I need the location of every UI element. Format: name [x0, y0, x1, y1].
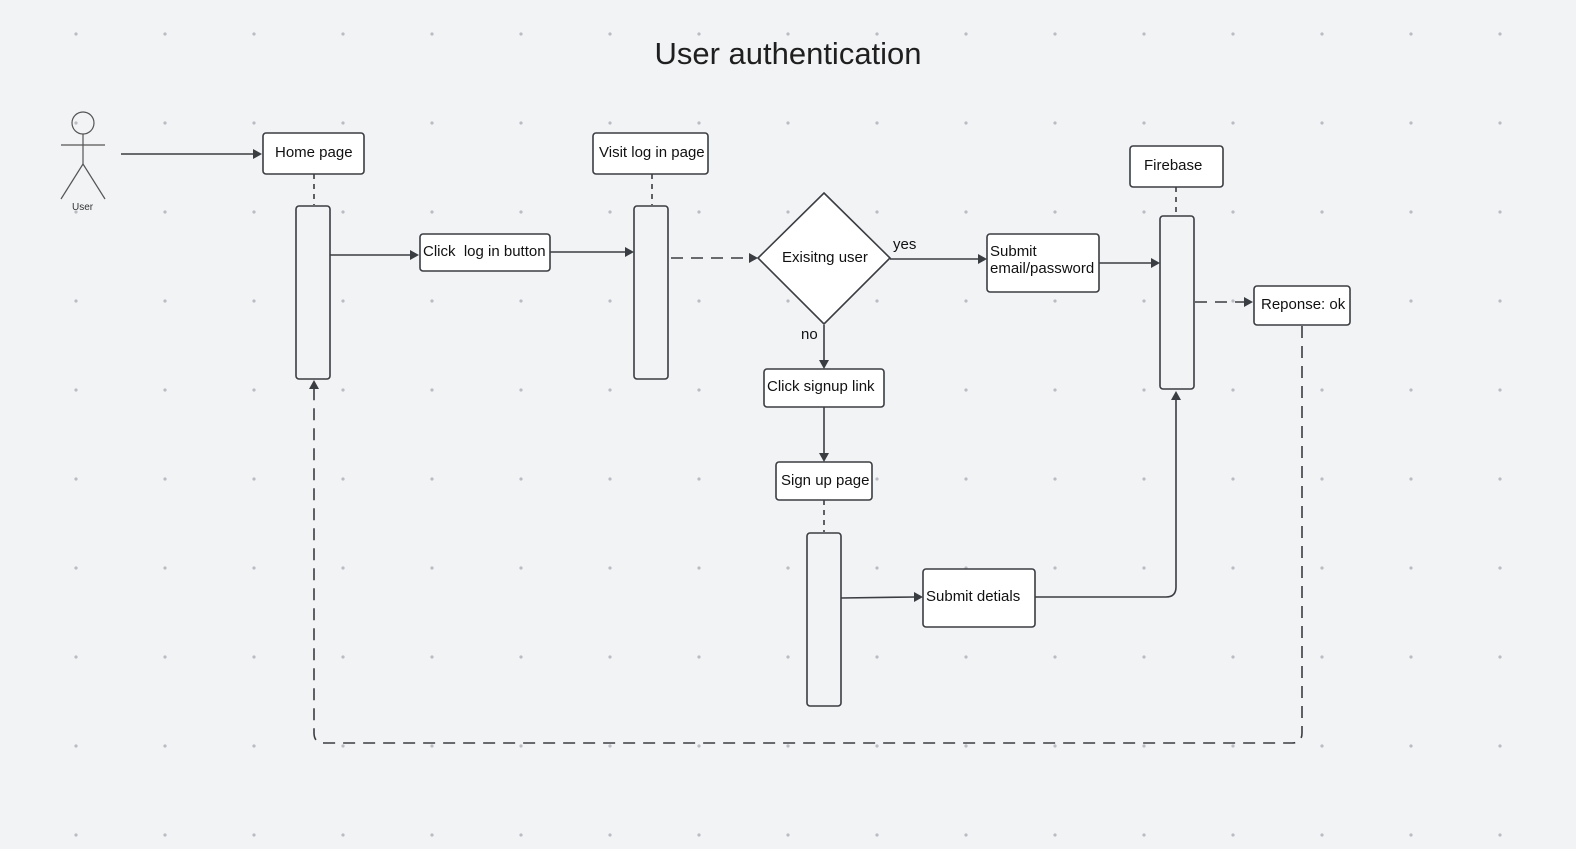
arrowhead — [1171, 391, 1181, 400]
arrowhead — [1244, 297, 1253, 307]
diagram-title: User authentication — [654, 36, 922, 71]
arrowhead — [819, 360, 829, 369]
connectors — [121, 149, 1303, 744]
response-ok-label: Reponse: ok — [1261, 296, 1346, 313]
arrow-signup-to-submit-details — [840, 596, 917, 599]
arrowhead — [749, 253, 758, 263]
activation-bar-home — [295, 205, 331, 380]
visit-login-page-box[interactable] — [592, 132, 709, 175]
visit-login-page-label: Visit log in page — [599, 144, 705, 161]
click-signup-link-box[interactable] — [763, 368, 885, 408]
arrowhead — [1151, 258, 1160, 268]
activation-bar-login — [633, 205, 669, 380]
activation-bar-signup — [806, 532, 842, 707]
arrowhead — [978, 254, 987, 264]
activation-bar-firebase — [1159, 215, 1195, 390]
click-login-button-box[interactable] — [419, 233, 551, 272]
user-actor-icon[interactable] — [60, 111, 106, 200]
click-login-button-label: Click log in button — [423, 243, 546, 260]
arrowhead — [309, 380, 319, 389]
edge-label-no: no — [801, 326, 818, 343]
response-ok-box[interactable] — [1253, 285, 1351, 326]
background-dot-grid — [74, 32, 1502, 837]
firebase-label: Firebase — [1144, 157, 1203, 174]
return-path-response-to-home — [313, 326, 1303, 744]
arrowhead — [914, 592, 923, 602]
submit-email-password-box[interactable] — [986, 233, 1100, 293]
click-signup-link-label: Click signup link — [767, 378, 875, 395]
submit-details-box[interactable] — [922, 568, 1036, 628]
arrowhead — [819, 453, 829, 462]
submit-email-password-label-line2: email/password — [990, 260, 1095, 277]
home-page-box[interactable] — [262, 132, 365, 175]
edge-label-yes: yes — [893, 236, 917, 253]
firebase-box[interactable] — [1129, 145, 1224, 188]
arrowhead — [625, 247, 634, 257]
actor-label: User — [72, 202, 94, 213]
submit-email-password-label-line1: Submit — [990, 243, 1037, 260]
home-page-label: Home page — [275, 144, 353, 161]
submit-details-label: Submit detials — [926, 588, 1021, 605]
existing-user-decision[interactable] — [756, 191, 892, 326]
arrowhead — [410, 250, 419, 260]
existing-user-label: Exisitng user — [782, 249, 868, 266]
arrow-submit-details-to-firebase — [1035, 399, 1177, 598]
sign-up-page-label: Sign up page — [781, 472, 870, 489]
sign-up-page-box[interactable] — [775, 461, 873, 501]
arrowhead — [253, 149, 262, 159]
